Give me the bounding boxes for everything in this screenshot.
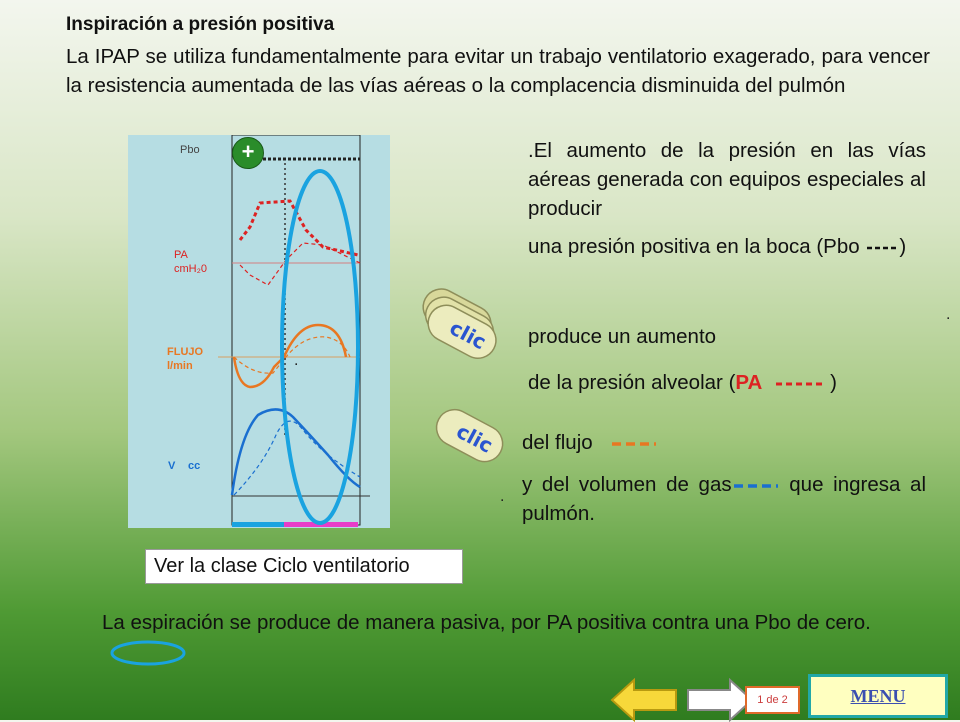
text-volumen-gas-b: que ingresa al pulmón.: [522, 473, 926, 525]
text-volumen-gas: y del volumen de gas que ingresa al pulm…: [522, 470, 926, 528]
text-aumento-presion: .El aumento de la presión en las vías aé…: [528, 139, 926, 220]
text-volumen-gas-a: y del volumen de gas: [522, 473, 732, 496]
flujo-unit-label: l/min: [167, 360, 193, 372]
volume-dashed-legend: [733, 484, 778, 488]
flujo-label: FLUJO: [167, 346, 204, 358]
text-produce-aumento: produce un aumento: [528, 325, 717, 348]
plus-icon: +: [232, 137, 264, 169]
text-del-flujo: del flujo: [522, 428, 672, 457]
text-presion-alveolar-a: de la presión alveolar (: [528, 371, 736, 394]
dot-marker-left: .: [500, 488, 505, 505]
ver-clase-button[interactable]: Ver la clase Ciclo ventilatorio: [145, 549, 463, 584]
flow-dashed-curve: [233, 336, 351, 374]
volume-curve: [230, 408, 361, 496]
dot-marker-right: .: [946, 306, 951, 323]
highlight-ellipse: [280, 169, 360, 525]
espiracion-text: La espiración se produce de manera pasiv…: [102, 611, 871, 634]
pa-unit-label: cmH₂0: [174, 263, 207, 275]
pbo-curve: [238, 199, 359, 257]
intro-paragraph: La IPAP se utiliza fundamentalmente para…: [66, 45, 930, 97]
text-presion-alveolar: de la presión alveolar (PA ): [528, 368, 926, 397]
pa-label: PA: [174, 249, 188, 261]
text-presion-positiva-a: una presión positiva en la boca (Pbo: [528, 235, 866, 258]
ventilation-diagram-panel: [128, 135, 390, 528]
pbo-dashed-legend: [867, 246, 898, 250]
pa-dashed-legend: [776, 382, 823, 386]
v-label: V: [168, 460, 176, 472]
text-presion-alveolar-b: ): [830, 371, 837, 394]
v-unit-label: cc: [188, 460, 201, 472]
menu-button[interactable]: MENU: [808, 674, 948, 718]
forward-arrow-button[interactable]: [684, 678, 754, 722]
page-indicator: 1 de 2: [745, 686, 800, 714]
text-del-flujo-label: del flujo: [522, 431, 593, 454]
back-arrow-button[interactable]: [610, 678, 680, 722]
text-presion-positiva-b: ): [899, 235, 907, 258]
slide-title: Inspiración a presión positiva: [66, 14, 335, 35]
ventilation-curves: [218, 135, 370, 527]
dot-marker: .: [294, 352, 299, 369]
flow-dashed-legend: [612, 442, 657, 446]
pbo-label: Pbo: [180, 144, 200, 156]
espiracion-paragraph: La espiración se produce de manera pasiv…: [102, 608, 932, 667]
flow-curve: [232, 323, 348, 389]
pa-highlight: PA: [735, 371, 763, 394]
pa-curve: [239, 242, 361, 286]
text-presion-positiva: una presión positiva en la boca (Pbo ): [528, 232, 926, 261]
inspiration-bar: [232, 522, 284, 527]
clic-button-2[interactable]: clic: [424, 404, 514, 478]
ellipse-legend-icon: [110, 640, 186, 666]
volume-dashed-curve: [233, 420, 361, 496]
clic-button-1[interactable]: clic: [405, 284, 513, 374]
